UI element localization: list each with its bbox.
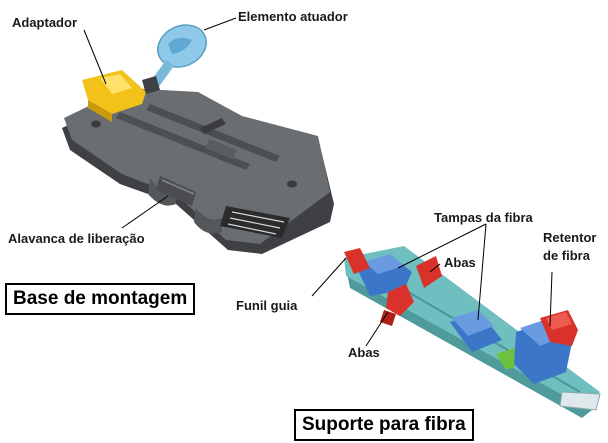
base-slider	[205, 138, 237, 160]
leader-abas-bottom	[365, 311, 389, 347]
holder-end-cap	[559, 391, 601, 411]
label-retentor: Retentor	[543, 230, 597, 245]
title-suporte-para-fibra: Suporte para fibra	[294, 409, 474, 441]
leader-alavanca	[121, 195, 169, 229]
base-groove-1	[116, 112, 250, 170]
front-block-top	[364, 254, 404, 274]
base-groove-2	[146, 104, 280, 162]
funnel-guide	[344, 248, 370, 274]
leader-funil	[311, 257, 347, 297]
release-lever-grip	[161, 179, 195, 195]
mounting-base	[62, 24, 334, 254]
label-funil-guia: Funil guia	[236, 298, 298, 313]
base-rail	[220, 206, 290, 238]
adapter-top	[100, 74, 132, 94]
label-alavanca-de-liberacao: Alavanca de liberação	[8, 231, 145, 246]
leader-lines	[83, 17, 553, 347]
title-base-de-montagem: Base de montagem	[5, 283, 196, 315]
base-hole-1	[91, 120, 101, 128]
base-notch-right	[194, 208, 222, 234]
leader-elemento-atuador	[203, 17, 237, 31]
label-adaptador: Adaptador	[12, 15, 77, 30]
fiber-cover-middle-top	[452, 310, 494, 336]
tab-top-red	[416, 256, 442, 288]
actuator-pattern	[168, 37, 192, 54]
tab-bottom-red	[386, 284, 414, 316]
fiber-retainer-highlight	[546, 312, 572, 330]
release-lever	[156, 176, 196, 206]
base-top	[64, 88, 330, 244]
base-hole-2	[287, 180, 297, 188]
label-de-fibra: de fibra	[543, 248, 590, 263]
adapter-face	[88, 100, 112, 122]
label-elemento-atuador: Elemento atuador	[238, 9, 348, 24]
actuator-post	[142, 76, 160, 94]
leader-adaptador	[83, 29, 107, 85]
leader-retentor	[549, 271, 553, 327]
base-slot	[200, 118, 226, 134]
tab-bottom-foot	[380, 310, 396, 326]
leader-tampas-2	[397, 223, 487, 269]
label-abas-bottom: Abas	[348, 345, 380, 360]
label-abas-top: Abas	[444, 255, 476, 270]
base-rail-stripes	[227, 211, 285, 235]
leader-abas-top	[429, 263, 441, 273]
leader-tampas-1	[477, 223, 487, 321]
label-tampas-da-fibra: Tampas da fibra	[434, 210, 533, 225]
fiber-holder	[344, 246, 601, 418]
